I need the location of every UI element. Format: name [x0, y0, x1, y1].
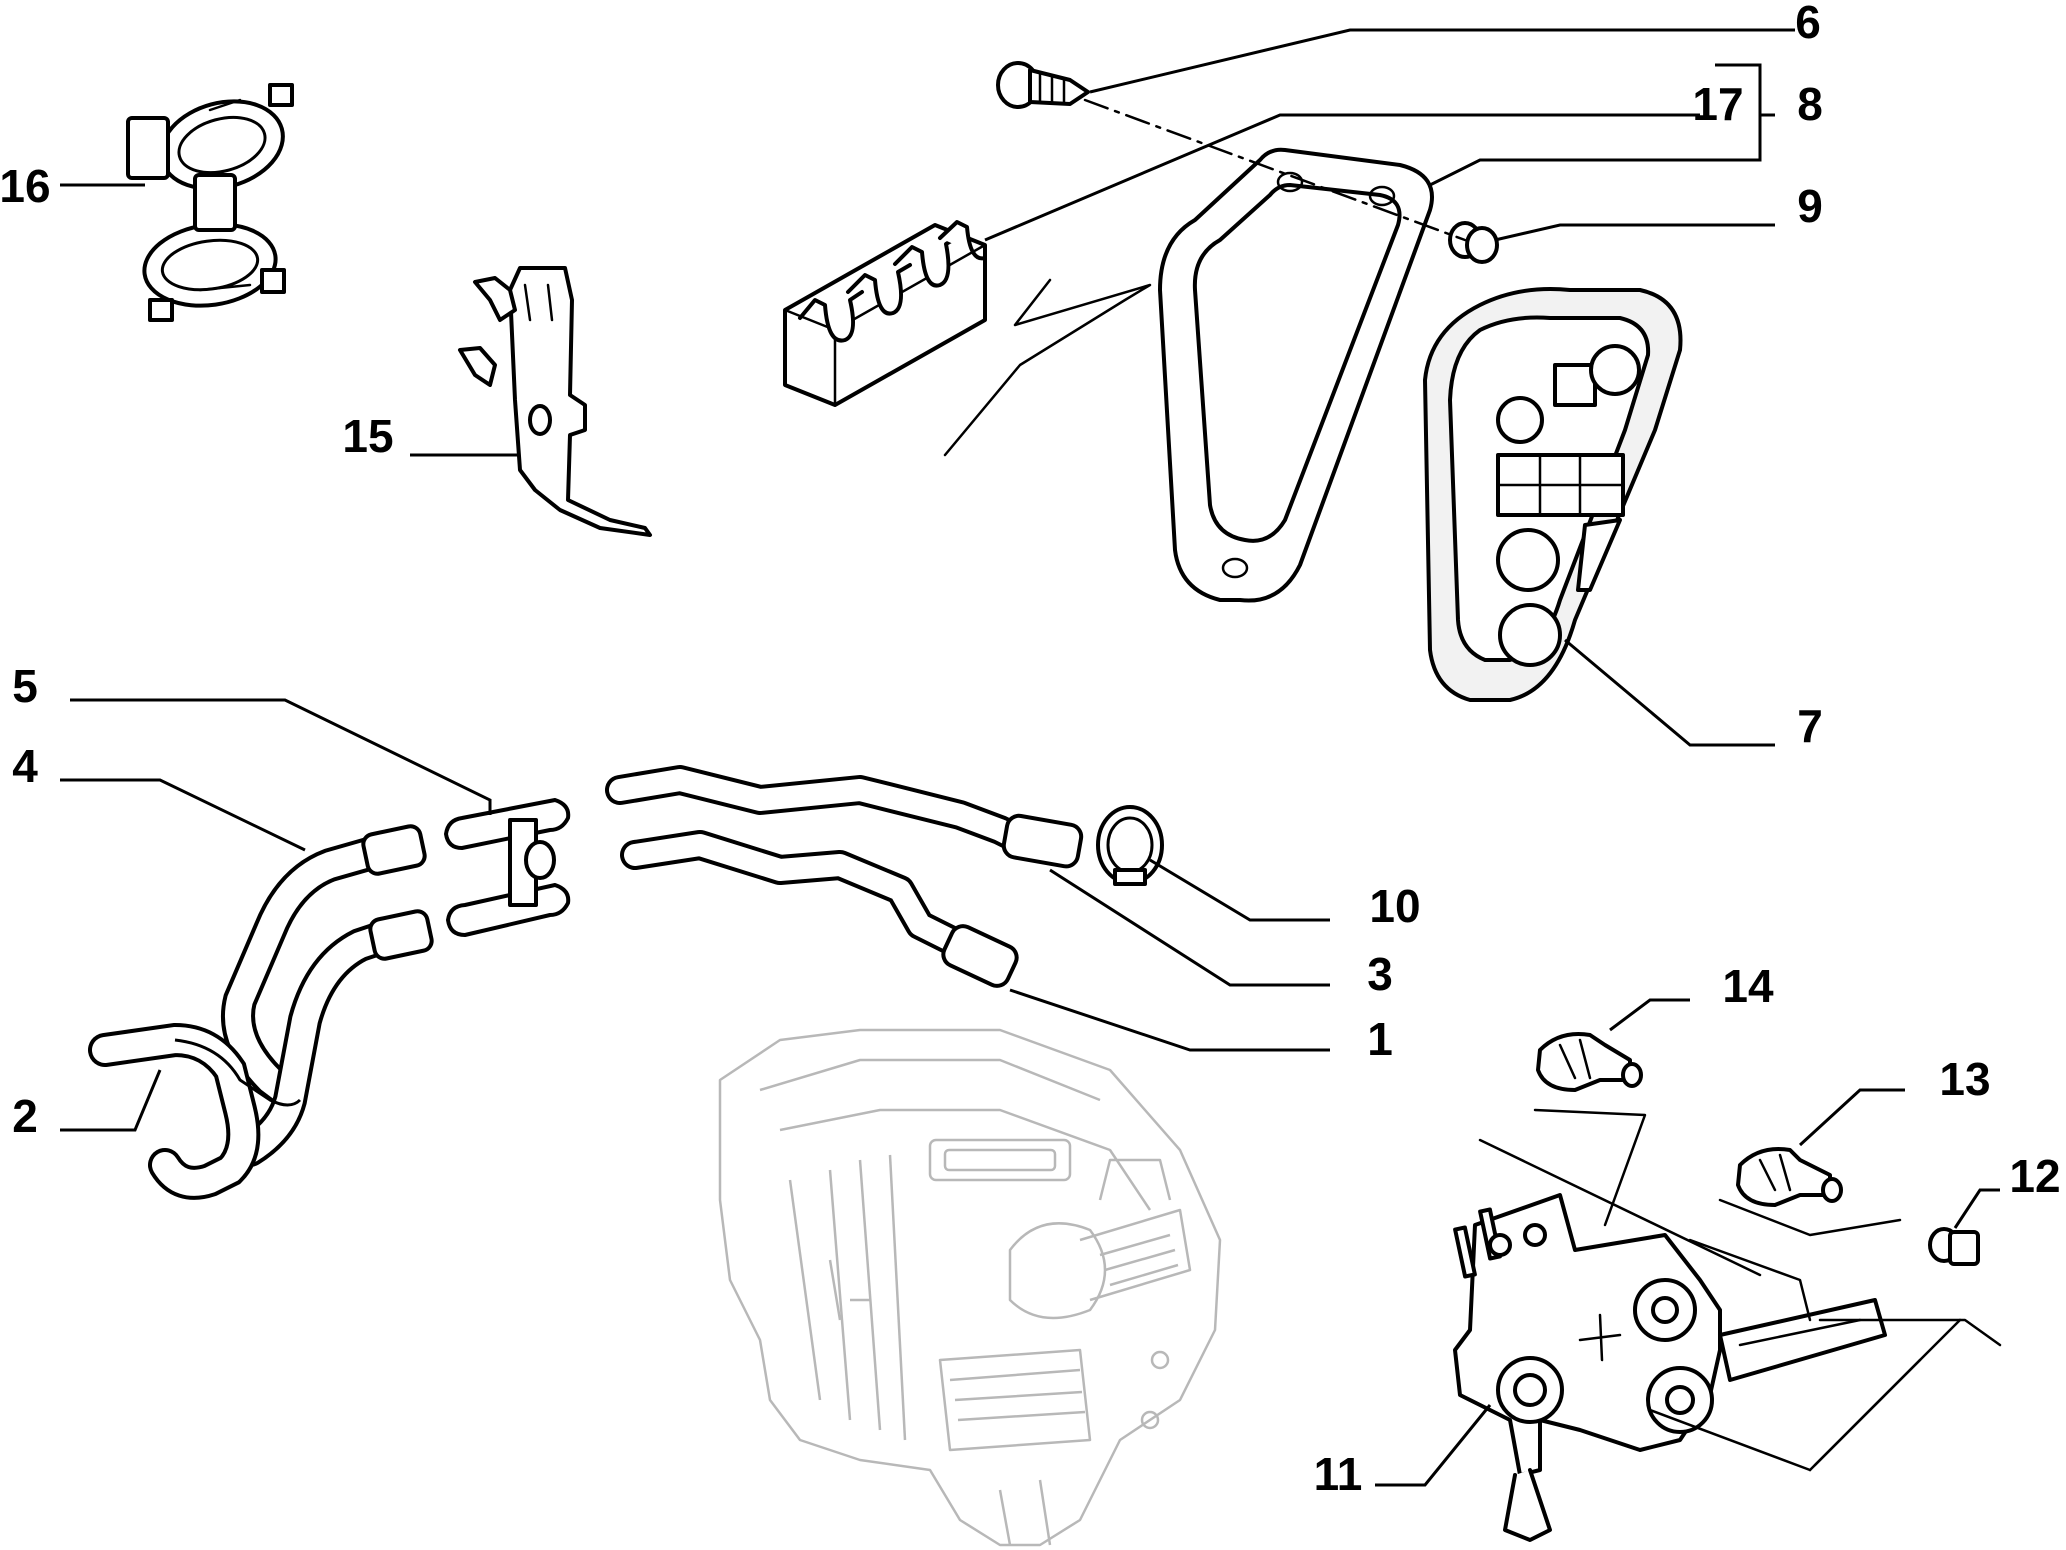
callout-16: 16	[0, 160, 51, 212]
hose-clip-part-16	[126, 83, 294, 322]
pipe-holder-part-17	[783, 220, 987, 407]
callout-3: 3	[1367, 948, 1393, 1000]
callout-8: 8	[1797, 78, 1823, 130]
callout-17: 17	[1692, 78, 1743, 130]
grommet-plate-part-7	[1423, 287, 1683, 702]
callout-4: 4	[12, 740, 38, 792]
plug-part-9	[1448, 221, 1499, 264]
pipe-part-3	[605, 765, 1084, 869]
pipe-part-1	[620, 830, 1019, 988]
callout-6: 6	[1795, 0, 1821, 48]
clip-part-12	[1928, 1227, 1980, 1266]
gasket-part-8	[1158, 147, 1434, 603]
callout-1: 1	[1367, 1013, 1393, 1065]
callout-7: 7	[1797, 700, 1823, 752]
callout-10: 10	[1369, 880, 1420, 932]
cable-clamp-part-13	[1736, 1147, 1843, 1207]
callout-14: 14	[1722, 960, 1774, 1012]
callout-9: 9	[1797, 180, 1823, 232]
callout-numbers: 6 17 8 9 16 15 7 5 4 10 3 14 1 13 2 12 1…	[0, 0, 2061, 1500]
hose-part-4	[221, 824, 434, 1167]
heater-unit-outline	[718, 1028, 1222, 1547]
callout-13: 13	[1939, 1053, 1990, 1105]
callout-12: 12	[2009, 1150, 2060, 1202]
hose-clamp-part-10	[1096, 805, 1164, 886]
callout-11: 11	[1314, 1448, 1363, 1500]
construction-lines	[943, 98, 2002, 1472]
callout-5: 5	[12, 660, 38, 712]
hose-part-2	[88, 1022, 302, 1200]
screw-part-6	[996, 61, 1090, 109]
leader-lines	[60, 28, 2000, 1487]
cable-clamp-part-14	[1536, 1032, 1643, 1092]
callout-2: 2	[12, 1090, 38, 1142]
control-plate-part-11	[1453, 1193, 1887, 1542]
connector-part-5	[444, 798, 571, 937]
bracket-part-15	[458, 266, 652, 537]
callout-15: 15	[342, 410, 393, 462]
